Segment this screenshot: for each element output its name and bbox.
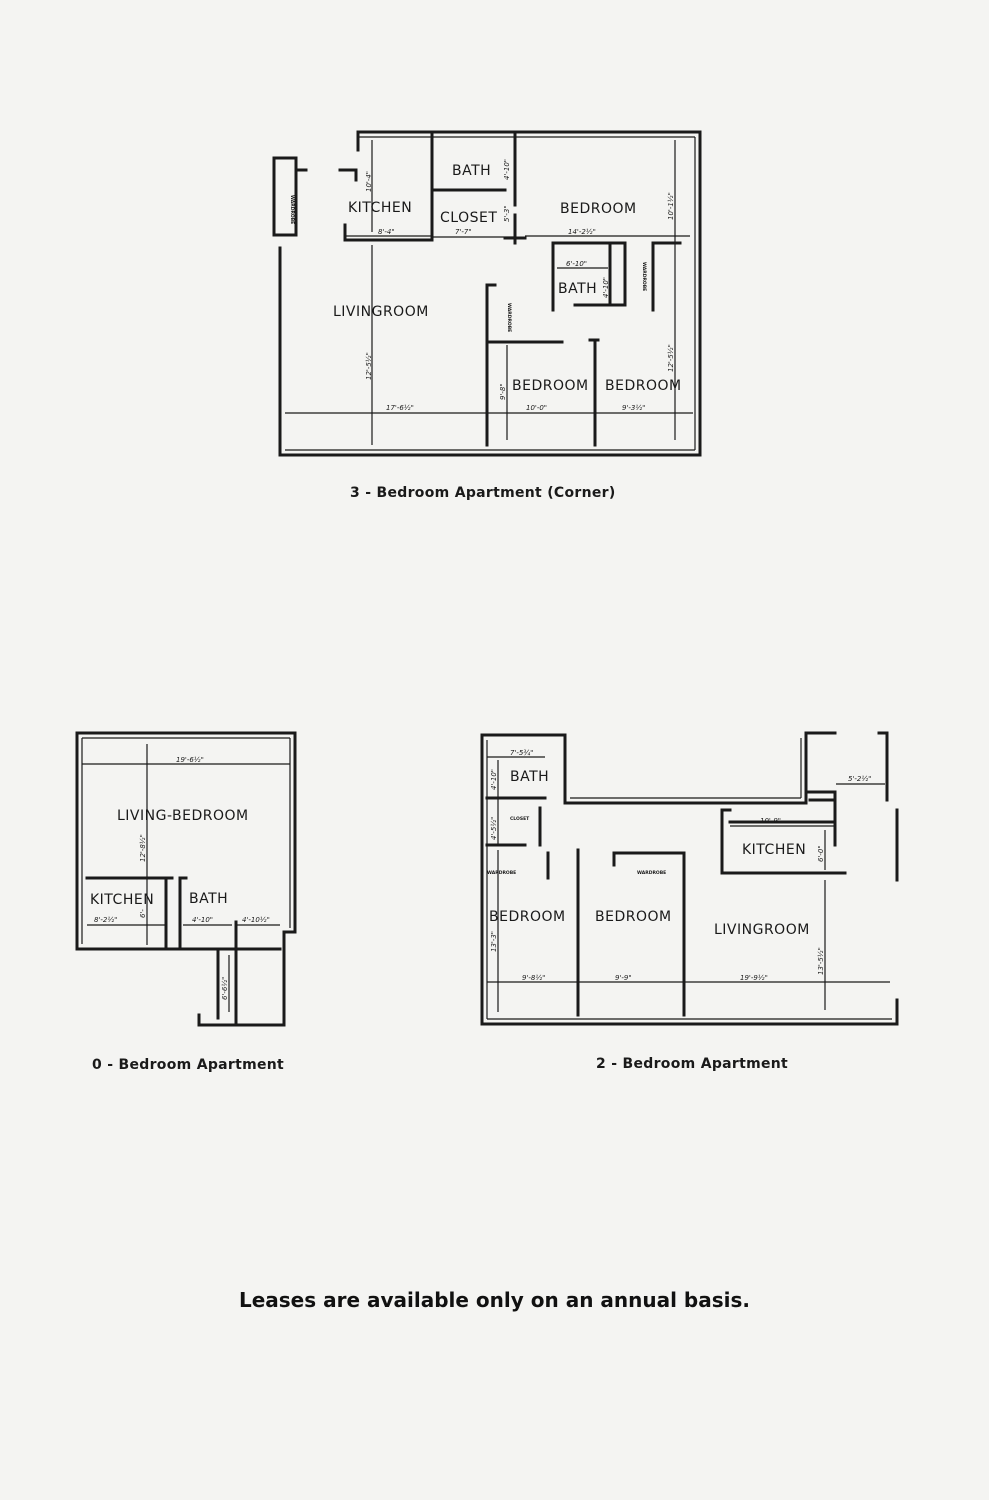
dimension-label: 4'-10": [490, 769, 498, 790]
three-bedroom-caption: 3 - Bedroom Apartment (Corner): [350, 485, 616, 501]
dimension-label: 7'-7": [455, 228, 472, 236]
dimension-label: 13'-3": [490, 931, 498, 952]
dimension-label: 19'-9½": [740, 974, 768, 982]
dimension-label: 4'-10": [602, 277, 610, 298]
room-label-kitchen: KITCHEN: [90, 892, 154, 908]
dimension-label: 6'-0": [817, 845, 825, 862]
zero-bedroom-dimension-lines: [82, 744, 290, 1012]
zero-bedroom-room-labels: LIVING-BEDROOM KITCHEN BATH: [90, 808, 249, 908]
room-label-bath: BATH: [558, 281, 597, 297]
zero-bedroom-dimension-labels: 19'-6½" 12'-8½" 8'-2½" 6'- 4'-10" 4'-10½…: [94, 756, 270, 1000]
room-label-kitchen: KITCHEN: [348, 200, 412, 216]
room-label-livingroom: LIVINGROOM: [714, 922, 810, 938]
dimension-label: 12'-8½": [139, 834, 147, 862]
dimension-label: 7'-5¾": [510, 749, 533, 757]
dimension-label: 8'-4": [378, 228, 395, 236]
two-bedroom-dimension-labels: 7'-5¾" 4'-10" 4'-5½" 5'-2½" 10'-9" 6'-0"…: [490, 749, 871, 982]
two-bedroom-caption: 2 - Bedroom Apartment: [596, 1056, 789, 1072]
room-label-bath: BATH: [189, 891, 228, 907]
dimension-label: 5'-3": [503, 205, 511, 222]
dimension-label: 5'-2½": [848, 775, 871, 783]
dimension-label: 10'-4": [365, 171, 373, 192]
room-label-living-bedroom: LIVING-BEDROOM: [117, 808, 249, 824]
room-label-bedroom: BEDROOM: [489, 909, 566, 925]
dimension-label: 6'-10": [566, 260, 587, 268]
dimension-label: 4'-5½": [490, 817, 498, 840]
two-bedroom-room-labels: BATH KITCHEN BEDROOM BEDROOM LIVINGROOM …: [487, 769, 810, 938]
dimension-label: 9'-9": [615, 974, 632, 982]
dimension-label: 6'-6½": [221, 977, 229, 1000]
zero-bedroom-caption: 0 - Bedroom Apartment: [92, 1057, 285, 1073]
three-bedroom-dimension-labels: 10'-4" 8'-4" 7'-7" 4'-10" 5'-3" 14'-2½" …: [365, 159, 675, 412]
room-label-bath: BATH: [452, 163, 491, 179]
wardrobe-label: WARDROBE: [506, 303, 512, 332]
dimension-label: 4'-10½": [242, 916, 270, 924]
dimension-label: 17'-6½": [386, 404, 414, 412]
dimension-label: 4'-10": [192, 916, 213, 924]
wardrobe-label: WARDROBE: [487, 870, 516, 876]
dimension-label: 6'-: [139, 909, 147, 918]
room-label-bedroom: BEDROOM: [512, 378, 589, 394]
dimension-label: 13'-5½": [817, 947, 825, 975]
closet-label: CLOSET: [510, 816, 530, 822]
three-bedroom-room-labels: BATH KITCHEN CLOSET BEDROOM BATH LIVINGR…: [289, 163, 682, 394]
dimension-label: 14'-2½": [568, 228, 596, 236]
dimension-label: 12'-5½": [667, 344, 675, 372]
room-label-closet: CLOSET: [440, 210, 497, 226]
zero-bedroom-walls: [75, 731, 297, 1027]
dimension-label: 4'-10": [503, 159, 511, 180]
dimension-label: 10'-9": [760, 817, 781, 825]
two-bedroom-dimension-lines: [487, 756, 890, 1012]
room-label-livingroom: LIVINGROOM: [333, 304, 429, 320]
dimension-label: 8'-2½": [94, 916, 117, 924]
room-label-bedroom: BEDROOM: [560, 201, 637, 217]
dimension-label: 9'-3½": [622, 404, 645, 412]
dimension-label: 10'-1½": [667, 192, 675, 220]
dimension-label: 9'-8": [499, 383, 507, 400]
three-bedroom-dimension-lines: [285, 140, 693, 445]
two-bedroom-walls: [480, 731, 899, 1026]
room-label-bedroom: BEDROOM: [605, 378, 682, 394]
wardrobe-label: WARDROBE: [637, 870, 666, 876]
wardrobe-label: WARDROBE: [289, 195, 295, 224]
lease-note: Leases are available only on an annual b…: [238, 1288, 751, 1312]
three-bedroom-walls: [272, 130, 702, 457]
room-label-kitchen: KITCHEN: [742, 842, 806, 858]
dimension-label: 19'-6½": [176, 756, 204, 764]
dimension-label: 10'-0": [526, 404, 547, 412]
room-label-bedroom: BEDROOM: [595, 909, 672, 925]
dimension-label: 12'-5½": [365, 352, 373, 380]
dimension-label: 9'-8½": [522, 974, 545, 982]
room-label-bath: BATH: [510, 769, 549, 785]
wardrobe-label: WARDROBE: [641, 262, 647, 291]
